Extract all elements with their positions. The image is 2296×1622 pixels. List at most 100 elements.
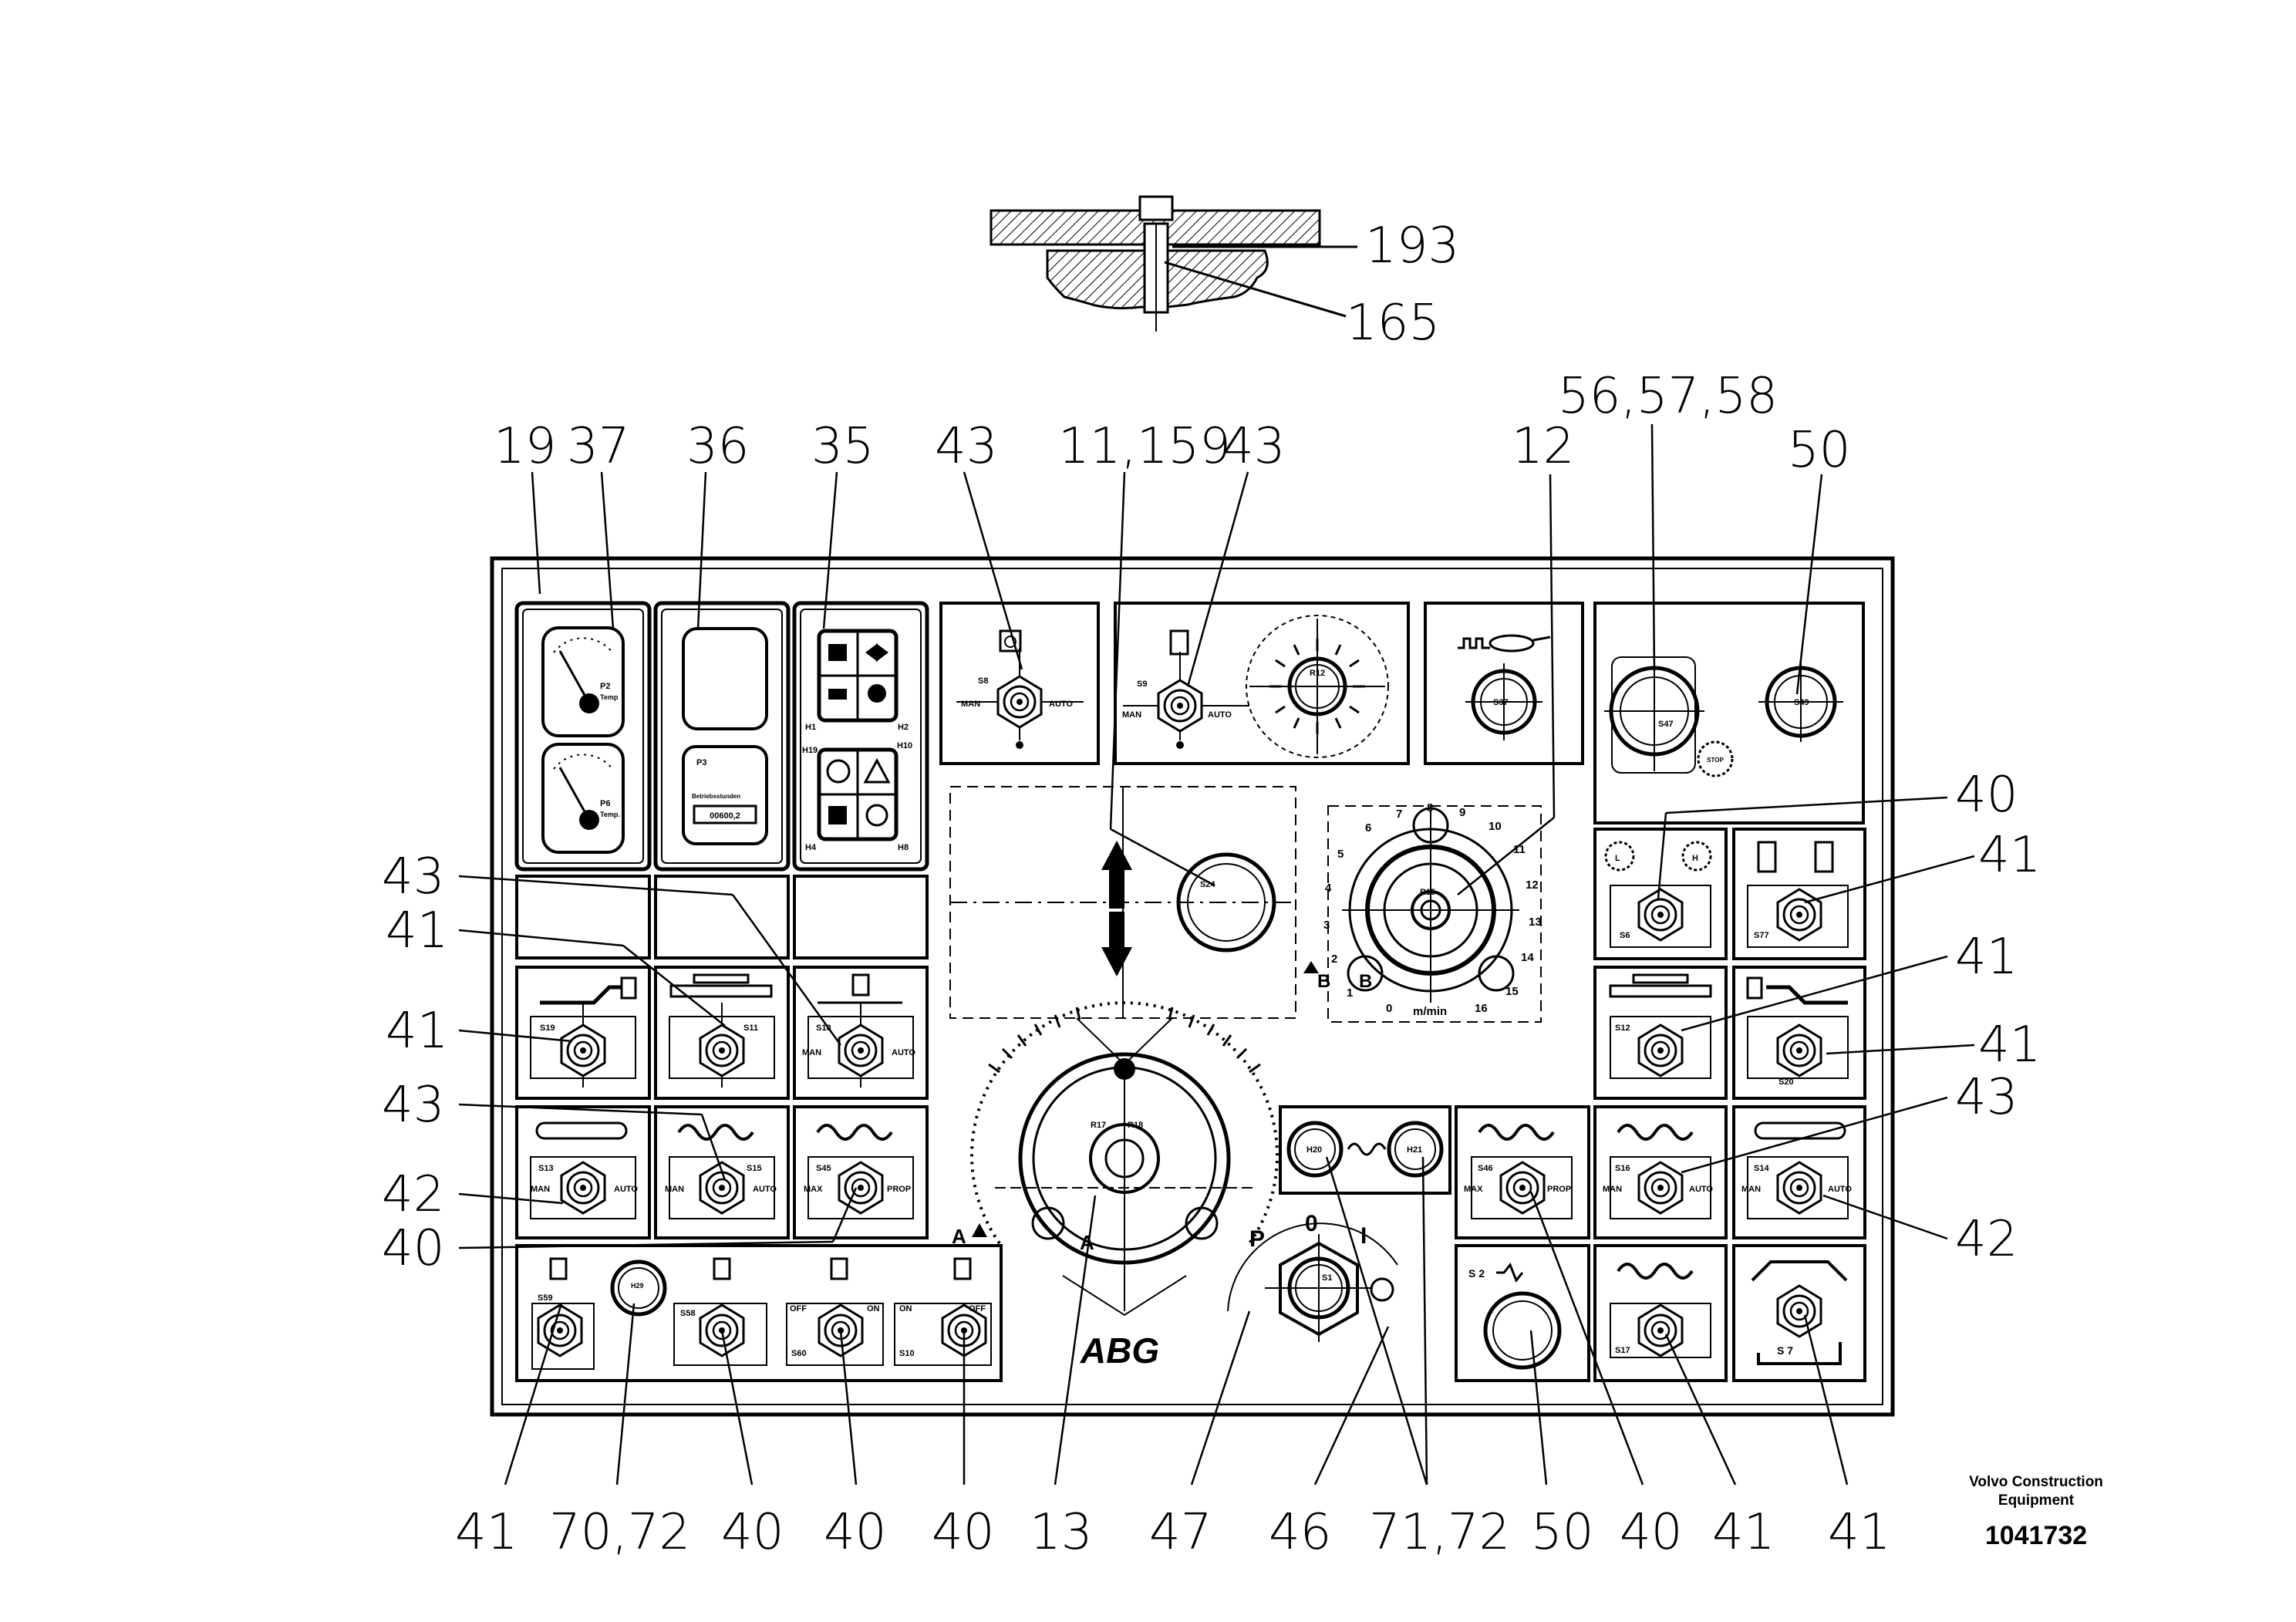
callout-bottom-6: 47: [1149, 1504, 1212, 1561]
footer-company: Volvo Construction Equipment: [1969, 1474, 2103, 1509]
speed-scale-1: 1: [1347, 986, 1353, 1000]
switch-s77-label: S77: [1754, 931, 1769, 940]
marker-b-left: B: [1317, 971, 1330, 992]
lamp-h1: H1: [805, 723, 816, 732]
switch-s11-label: S11: [743, 1023, 758, 1033]
switch-s8-man: MAN: [961, 700, 980, 709]
gauge-box: [514, 601, 652, 872]
switch-s13-auto: AUTO: [614, 1185, 638, 1194]
callout-19: 19: [494, 418, 556, 475]
speed-scale-4: 4: [1325, 882, 1332, 895]
counter-caption: Betriebsstunden: [692, 793, 740, 800]
callout-numbers: 193 165 19 37 36 35 43 11,159 43 12 56,5…: [382, 218, 2041, 1561]
brand-logo: ABG: [1080, 1330, 1159, 1371]
speed-scale-3: 3: [1323, 919, 1330, 932]
switch-s13-label: S13: [538, 1164, 554, 1173]
switch-row-1-left[interactable]: [515, 966, 929, 1100]
switch-row-2-right[interactable]: [1455, 1105, 1866, 1239]
switch-s45-label: S45: [816, 1164, 831, 1173]
speed-scale-2: 2: [1331, 953, 1337, 966]
bottom-left-module[interactable]: [515, 1244, 1003, 1382]
speed-dial-r15[interactable]: [1327, 805, 1542, 1023]
marker-a-right: A: [1080, 1231, 1094, 1254]
callout-56-57-58: 56,57,58: [1558, 368, 1778, 425]
switch-s16-label: S16: [1615, 1164, 1630, 1173]
counter-value: 00600,2: [710, 811, 740, 821]
switch-s45-max: MAX: [804, 1185, 823, 1194]
speed-scale-12: 12: [1526, 878, 1539, 892]
switch-s10-off: OFF: [969, 1304, 986, 1313]
switch-s18-auto: AUTO: [892, 1048, 915, 1057]
marker-b-right: B: [1359, 971, 1372, 992]
switch-s37-module[interactable]: [1424, 602, 1584, 765]
pot-r18-label: R18: [1128, 1121, 1143, 1130]
pot-r15-label: R15: [1420, 888, 1435, 897]
switch-s47-button[interactable]: [1604, 659, 1704, 771]
counter-p3-label: P3: [696, 758, 706, 767]
callout-right-3: 41: [1978, 1017, 2041, 1074]
switch-s10-on: ON: [899, 1304, 912, 1313]
callout-43-b: 43: [1222, 418, 1285, 475]
drawing-number: 1041732: [1984, 1521, 2088, 1550]
speed-scale-16: 16: [1475, 1002, 1488, 1015]
speed-unit: m/min: [1413, 1005, 1447, 1018]
switch-s59-label: S59: [538, 1293, 553, 1303]
callout-bottom-12: 41: [1828, 1504, 1890, 1561]
switch-row-2-left[interactable]: [515, 1105, 929, 1239]
switch-s24-button[interactable]: [1176, 852, 1276, 953]
speed-scale-7: 7: [1396, 808, 1402, 821]
callout-bottom-3: 40: [824, 1504, 886, 1561]
ignition-0: 0: [1305, 1211, 1318, 1236]
panel-frame: [490, 556, 1895, 1417]
switch-s15-auto: AUTO: [753, 1185, 777, 1194]
switch-s58-label: S58: [680, 1309, 696, 1318]
callout-left-2: 41: [386, 1003, 448, 1060]
lamp-h2: H2: [898, 723, 909, 732]
callout-bottom-8: 71,72: [1369, 1504, 1510, 1561]
callout-bottom-4: 40: [932, 1504, 994, 1561]
switch-s47-label: S47: [1658, 720, 1674, 729]
switch-s10-label: S10: [899, 1349, 915, 1358]
callout-bottom-10: 40: [1620, 1504, 1682, 1561]
gauge-p6-sublabel: Temp.: [600, 811, 620, 818]
switch-s49-label: S49: [1794, 698, 1809, 707]
callout-left-3: 43: [382, 1077, 444, 1134]
switch-s14-auto: AUTO: [1828, 1185, 1852, 1194]
switch-s15-man: MAN: [665, 1185, 684, 1194]
stop-label: STOP: [1707, 757, 1724, 764]
callout-165: 165: [1346, 295, 1440, 352]
ignition-switch-s1[interactable]: [1227, 1222, 1398, 1342]
switch-s9-module[interactable]: [1114, 602, 1410, 765]
switch-s6-label: S6: [1620, 931, 1630, 940]
callout-35: 35: [811, 418, 874, 475]
steering-dial[interactable]: [970, 1001, 1279, 1317]
callout-left-4: 42: [382, 1166, 444, 1223]
ignition-1: I: [1360, 1223, 1367, 1249]
callout-right-2: 41: [1955, 929, 2018, 986]
joystick-area: [949, 786, 1296, 1019]
ignition-s1-label: S1: [1322, 1273, 1332, 1283]
steering-scale-ticks: [988, 1007, 1261, 1074]
callout-left-0: 43: [382, 848, 444, 905]
callout-50-top: 50: [1788, 422, 1850, 479]
switch-s8-label: S8: [978, 676, 988, 686]
icon-letter-l: L: [1615, 854, 1620, 863]
switch-s12-label: S12: [1615, 1023, 1630, 1033]
switch-s8-auto: AUTO: [1049, 700, 1073, 709]
switch-row-1-right[interactable]: [1593, 966, 1866, 1100]
lamp-h10: H10: [897, 741, 912, 750]
switch-s9-auto: AUTO: [1208, 710, 1232, 720]
switch-s18-man: MAN: [802, 1048, 821, 1057]
switch-row-3-right[interactable]: [1455, 1244, 1866, 1382]
warning-lamps-box: [792, 601, 929, 872]
emergency-box: [1593, 602, 1865, 824]
switch-s60-off: OFF: [790, 1304, 807, 1313]
callout-193: 193: [1365, 218, 1459, 275]
speed-scale-9: 9: [1459, 806, 1465, 819]
switch-s17-label: S17: [1615, 1346, 1630, 1355]
callout-right-5: 42: [1955, 1211, 2018, 1268]
switch-s16-auto: AUTO: [1689, 1185, 1713, 1194]
blank-plates: [515, 875, 929, 959]
switch-s8-module[interactable]: [939, 602, 1100, 765]
switch-row-0-right[interactable]: [1593, 828, 1866, 960]
